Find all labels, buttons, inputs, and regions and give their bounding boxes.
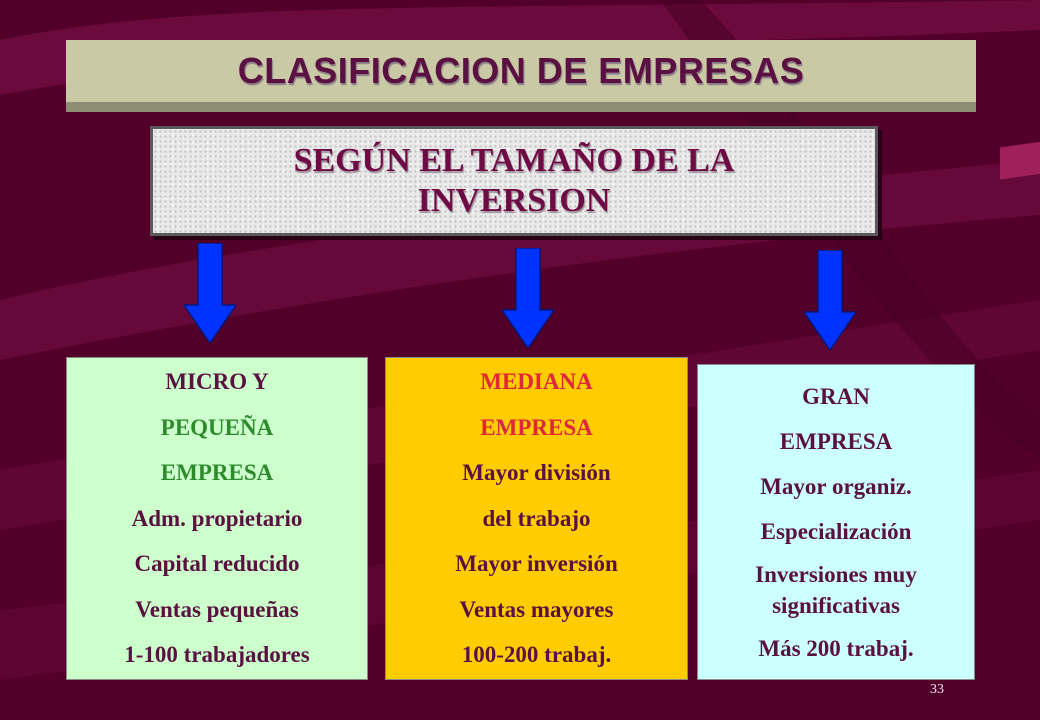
box-line: Mayor organiz. [760, 473, 912, 499]
slide-title: CLASIFICACION DE EMPRESAS [237, 50, 805, 91]
box-line: 1-100 trabajadores [124, 642, 310, 668]
box-line: del trabajo [482, 505, 591, 531]
box-line: Mayor inversión [455, 551, 618, 577]
box-line: Ventas mayores [459, 596, 614, 622]
box-wrapped-item: Inversiones muy significativas [755, 559, 917, 621]
mediana-empresa-box: MEDIANA EMPRESA Mayor división del traba… [385, 357, 688, 680]
subtitle-box: SEGÚN EL TAMAÑO DE LA INVERSION [150, 126, 878, 236]
box-line: Mayor división [462, 460, 611, 486]
box-line: Adm. propietario [131, 505, 303, 531]
box-line: EMPRESA [480, 414, 593, 440]
gran-empresa-box: GRAN EMPRESA Mayor organiz. Especializac… [697, 364, 975, 680]
box-line: Ventas pequeñas [135, 596, 299, 622]
box-line: 100-200 trabaj. [461, 642, 612, 668]
box-line: Especialización [760, 518, 912, 544]
page-number: 33 [930, 682, 944, 697]
box-line: Inversiones muy [755, 561, 917, 587]
box-line: Más 200 trabaj. [758, 635, 914, 661]
title-banner: CLASIFICACION DE EMPRESAS [66, 40, 976, 102]
arrow-down-icon [804, 250, 856, 350]
box-line: MEDIANA [480, 369, 593, 395]
arrow-down-icon [502, 248, 554, 348]
subtitle-line-2: INVERSION [417, 182, 611, 219]
box-line: EMPRESA [160, 460, 274, 486]
box-line: EMPRESA [779, 428, 893, 454]
box-line: PEQUEÑA [160, 414, 274, 440]
subtitle-line-1: SEGÚN EL TAMAÑO DE LA [293, 142, 735, 179]
box-line: Capital reducido [134, 551, 300, 577]
box-line: MICRO Y [165, 369, 269, 395]
arrow-down-icon [184, 243, 236, 343]
box-line: significativas [772, 592, 900, 618]
box-line: GRAN [802, 383, 870, 409]
micro-pequena-empresa-box: MICRO Y PEQUEÑA EMPRESA Adm. propietario… [66, 357, 368, 680]
